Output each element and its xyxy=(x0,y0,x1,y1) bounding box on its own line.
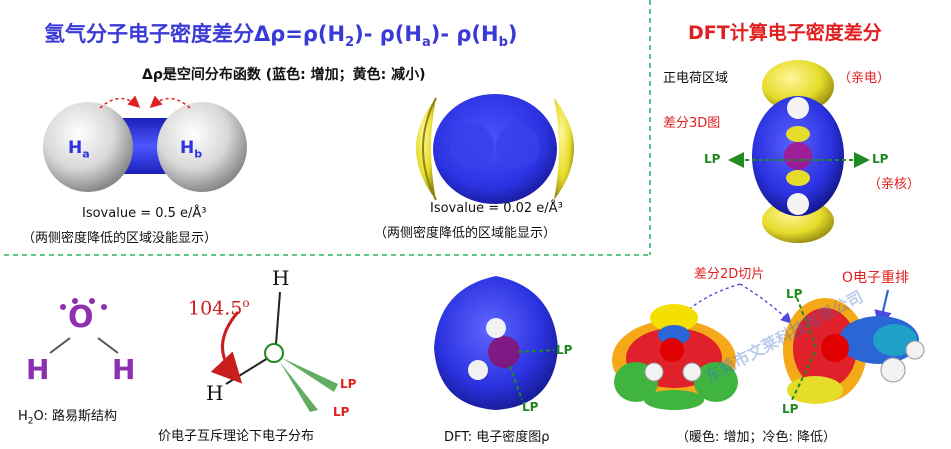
lp-label-left-3d: LP xyxy=(704,152,721,166)
slice-right xyxy=(783,297,925,404)
atom-label-b: Hb xyxy=(180,138,203,161)
isovalue-right: Isovalue = 0.02 e/Å³ xyxy=(430,201,563,216)
vsepr-angle: 104.5o xyxy=(188,296,250,320)
subtitle: Δρ是空间分布函数 (蓝色: 增加；黄色: 减小) xyxy=(142,67,426,83)
vsepr-lp-2: LP xyxy=(333,405,350,419)
lp-label-right-3d: LP xyxy=(872,152,889,166)
vsepr-caption: 价电子互斥理论下电子分布 xyxy=(158,429,315,444)
dft-density-model xyxy=(434,276,558,410)
lewis-h-left: H xyxy=(26,353,50,386)
isovalue-left: Isovalue = 0.5 e/Å³ xyxy=(82,206,207,221)
dft-title: DFT计算电子密度差分 xyxy=(688,22,882,44)
label-2d-slice: 差分2D切片 xyxy=(694,267,765,282)
vsepr-diagram xyxy=(210,291,338,412)
dft-lp-1: LP xyxy=(556,343,573,357)
vsepr-lp-1: LP xyxy=(340,377,357,391)
dft-lp-2: LP xyxy=(522,400,539,414)
lewis-dots-and-bonds xyxy=(49,298,119,354)
lewis-h-right: H xyxy=(112,353,136,386)
vsepr-o-atom xyxy=(264,343,284,363)
h2-density-difference-model xyxy=(416,94,574,204)
main-title: 氢气分子电子密度差分Δρ=ρ(H2)- ρ(Ha)- ρ(Hb) xyxy=(44,22,518,51)
slices-caption: （暖色: 增加；冷色: 降低） xyxy=(676,430,837,445)
note-left: （两侧密度降低的区域没能显示） xyxy=(22,231,218,246)
yellow-lobe-right xyxy=(554,98,574,200)
dft-caption: DFT: 电子密度图ρ xyxy=(444,430,550,445)
label-nucleophilic: （亲核） xyxy=(868,177,921,192)
blue-density-core xyxy=(433,94,557,204)
note-right: （两侧密度降低的区域能显示） xyxy=(374,226,557,241)
vsepr-h-bottom: H xyxy=(206,381,224,405)
lewis-caption: H2O: 路易斯结构 xyxy=(18,409,118,427)
slice-lp-2: LP xyxy=(782,402,799,416)
h-atom-a xyxy=(43,102,133,192)
label-o-rearrange: O电子重排 xyxy=(842,270,910,286)
atom-label-a: Ha xyxy=(68,138,90,161)
h2-atoms-model xyxy=(43,95,247,192)
water-3d-difference xyxy=(752,60,844,243)
lewis-o: O xyxy=(68,300,94,335)
label-electrophilic: （亲电） xyxy=(838,71,891,86)
yellow-lobe-left xyxy=(416,98,436,200)
label-3d: 差分3D图 xyxy=(663,116,721,131)
label-positive-region: 正电荷区域 xyxy=(663,71,729,86)
vsepr-h-top: H xyxy=(272,266,290,290)
lp-arrows-3d xyxy=(728,152,870,168)
h-atom-b xyxy=(157,102,247,192)
slice-left xyxy=(612,304,738,410)
slice-lp-1: LP xyxy=(786,287,803,301)
